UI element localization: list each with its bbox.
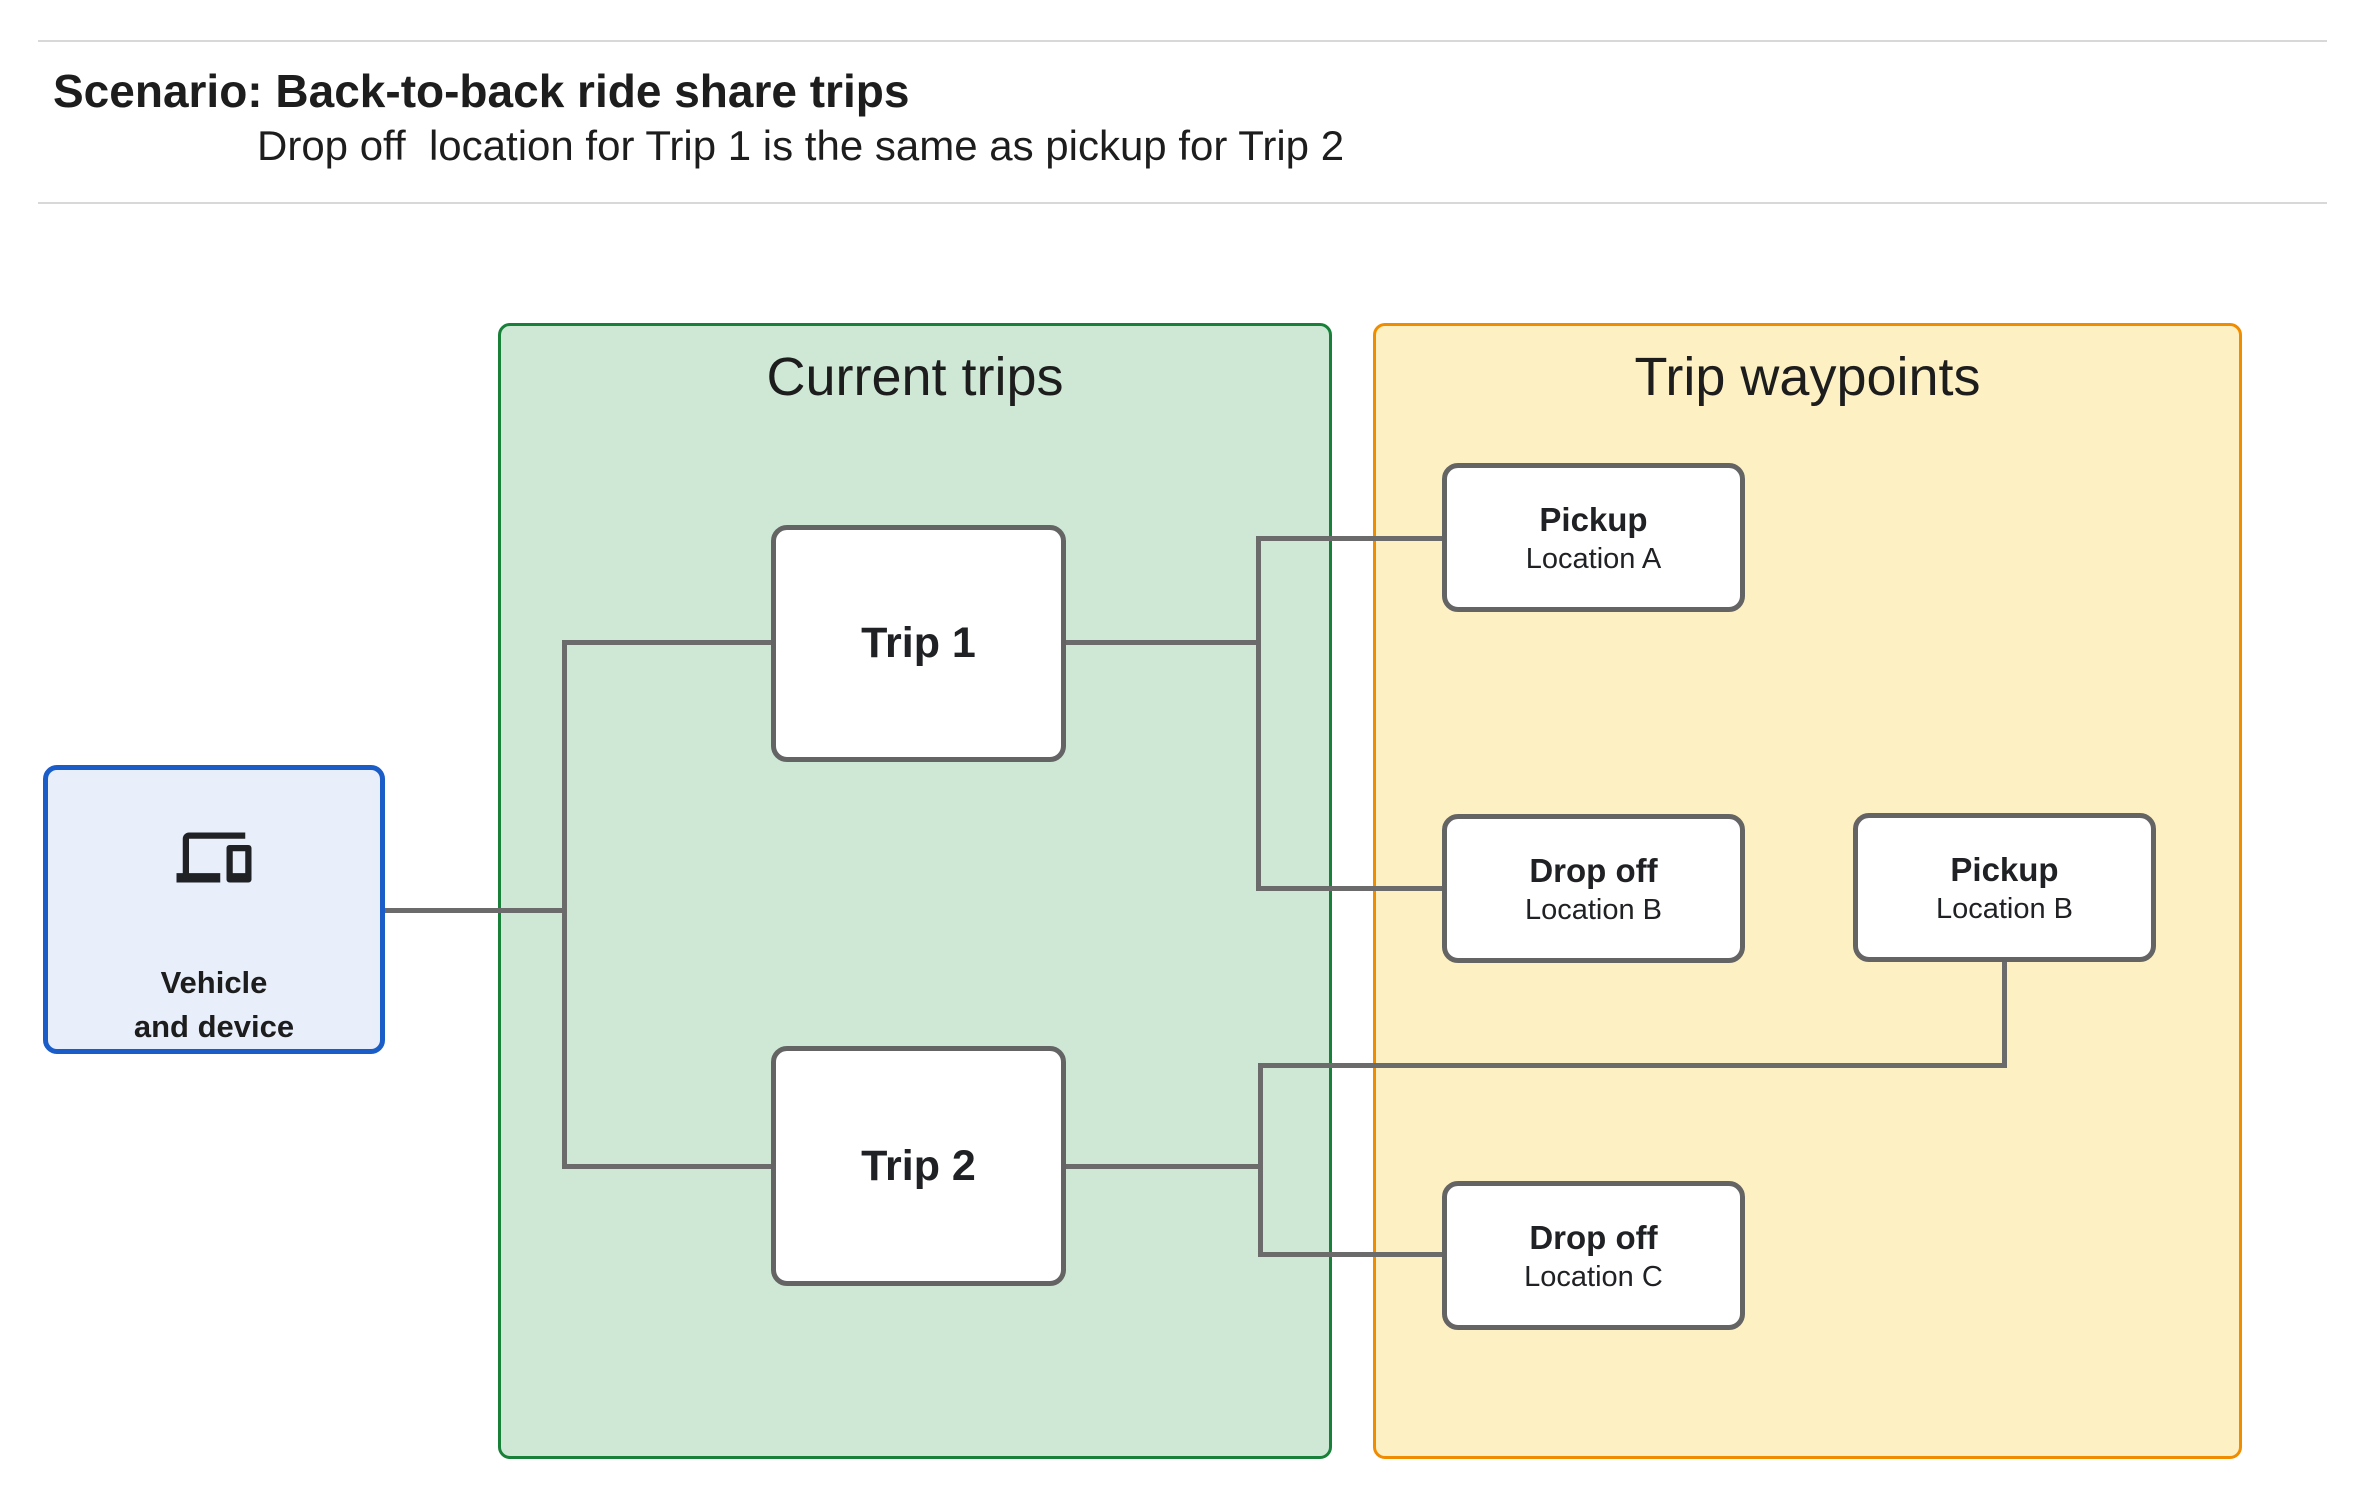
top-divider bbox=[38, 40, 2327, 42]
vehicle-node-label: Vehicle and device bbox=[134, 961, 294, 1049]
connector-pickup-b-vertical bbox=[2002, 962, 2007, 1068]
connector-trip1-junction-vertical bbox=[1256, 536, 1261, 891]
connector-vehicle-to-junction bbox=[385, 908, 565, 913]
waypoint-dropoff-location-b: Drop off Location B bbox=[1442, 814, 1745, 963]
header-divider bbox=[38, 202, 2327, 204]
trip-2-label: Trip 2 bbox=[861, 1141, 976, 1190]
connector-to-dropoff-b bbox=[1256, 886, 1442, 891]
trip-1-node: Trip 1 bbox=[771, 525, 1066, 762]
waypoint-type: Drop off bbox=[1529, 1218, 1658, 1256]
connector-trip2-out bbox=[1066, 1164, 1263, 1169]
trip-1-label: Trip 1 bbox=[861, 619, 976, 667]
connector-to-pickup-a bbox=[1256, 536, 1442, 541]
connector-to-pickup-b-horizontal bbox=[1258, 1063, 2006, 1068]
connector-trip1-out bbox=[1066, 640, 1261, 645]
waypoint-pickup-location-a: Pickup Location A bbox=[1442, 463, 1745, 612]
page-title: Scenario: Back-to-back ride share trips bbox=[53, 65, 910, 117]
page-subtitle: Drop off location for Trip 1 is the same… bbox=[257, 122, 1345, 169]
waypoint-location: Location A bbox=[1525, 542, 1662, 575]
connector-left-junction-vertical bbox=[562, 640, 567, 1169]
waypoint-location: Location B bbox=[1524, 893, 1663, 926]
waypoint-dropoff-location-c: Drop off Location C bbox=[1442, 1181, 1745, 1330]
waypoint-type: Pickup bbox=[1950, 850, 2059, 888]
vehicle-label-line1: Vehicle bbox=[160, 965, 268, 1000]
vehicle-and-device-node: Vehicle and device bbox=[43, 765, 385, 1054]
waypoint-type: Drop off bbox=[1529, 851, 1658, 889]
connector-trip2-junction-vertical bbox=[1258, 1063, 1263, 1257]
current-trips-title: Current trips bbox=[766, 347, 1064, 407]
waypoint-type: Pickup bbox=[1539, 500, 1648, 538]
waypoint-location: Location B bbox=[1935, 892, 2074, 925]
connector-junction-to-trip2 bbox=[562, 1164, 771, 1169]
current-trips-panel: Current trips bbox=[498, 323, 1332, 1459]
connector-junction-to-trip1 bbox=[562, 640, 771, 645]
devices-icon bbox=[176, 832, 252, 883]
trip-waypoints-title: Trip waypoints bbox=[1634, 347, 1981, 407]
trip-2-node: Trip 2 bbox=[771, 1046, 1066, 1286]
waypoint-pickup-location-b: Pickup Location B bbox=[1853, 813, 2156, 962]
waypoint-location: Location C bbox=[1524, 1260, 1663, 1293]
vehicle-label-line2: and device bbox=[133, 1009, 295, 1044]
connector-to-dropoff-c bbox=[1258, 1252, 1442, 1257]
